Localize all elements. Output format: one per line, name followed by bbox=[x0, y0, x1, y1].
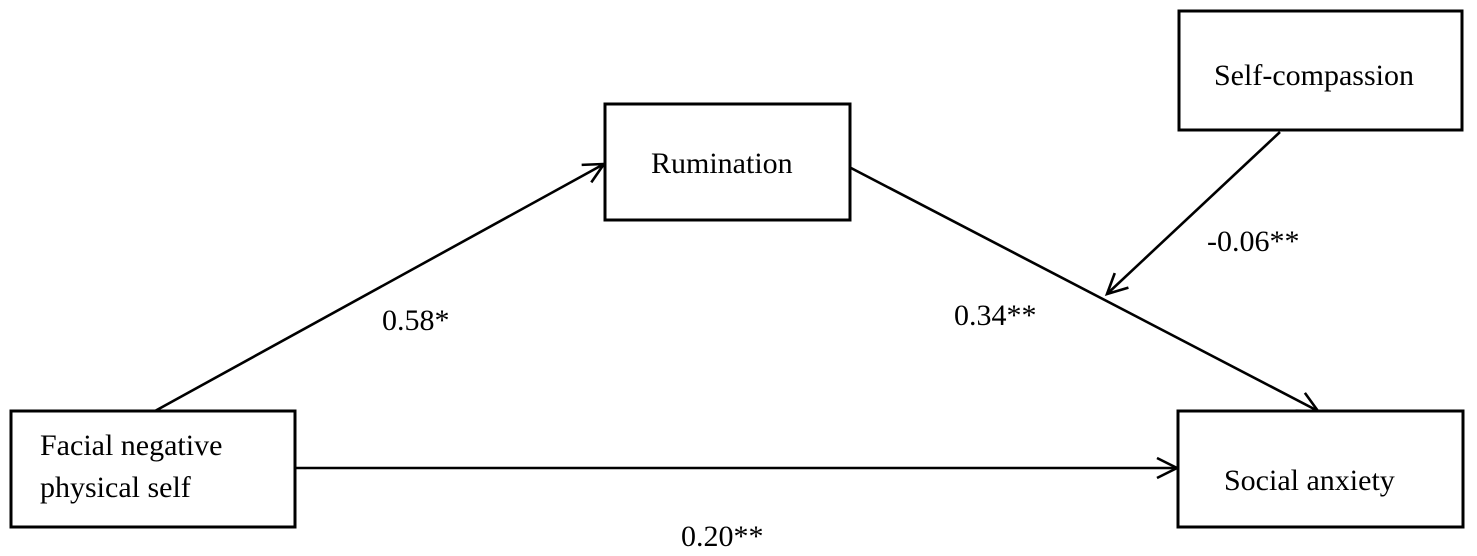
node-facial-label-line2: physical self bbox=[40, 471, 191, 504]
path-facial-to-rumination bbox=[154, 162, 607, 413]
node-social-anxiety-label: Social anxiety bbox=[1224, 464, 1395, 497]
node-self-compassion-label: Self-compassion bbox=[1214, 59, 1414, 92]
coef-facial-to-rumination: 0.58* bbox=[382, 304, 450, 337]
node-rumination-label: Rumination bbox=[651, 147, 793, 180]
coef-rumination-to-anxiety: 0.34** bbox=[954, 299, 1037, 332]
node-facial-negative-physical-self: Facial negative physical self bbox=[9, 409, 297, 529]
coef-compassion-moderation: -0.06** bbox=[1207, 225, 1300, 258]
node-rumination: Rumination bbox=[603, 102, 852, 222]
path-rumination-to-anxiety bbox=[850, 166, 1321, 413]
node-facial-label-line1: Facial negative bbox=[40, 429, 222, 462]
path-compassion-moderation bbox=[1104, 131, 1281, 296]
node-social-anxiety: Social anxiety bbox=[1176, 409, 1465, 529]
coef-facial-to-anxiety: 0.20** bbox=[681, 520, 764, 553]
node-self-compassion: Self-compassion bbox=[1177, 9, 1464, 132]
